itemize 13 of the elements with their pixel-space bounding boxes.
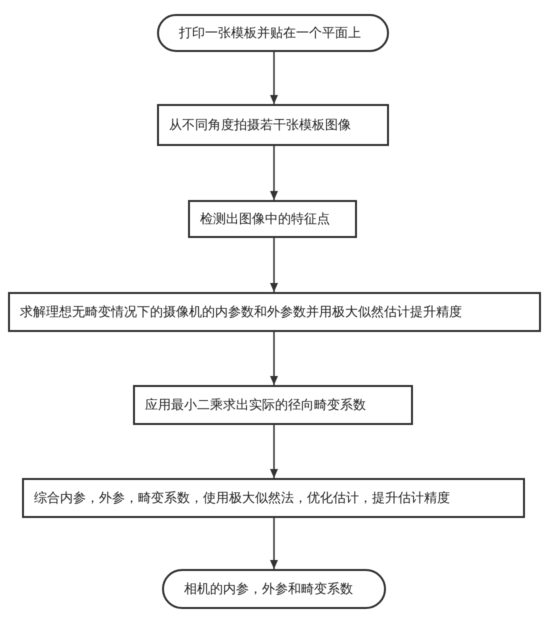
arrow xyxy=(270,332,278,385)
process-box: 应用最小二乘求出实际的径向畸变系数 xyxy=(133,385,413,425)
arrow xyxy=(270,146,278,200)
process-box: 求解理想无畸变情况下的摄像机的内参数和外参数并用极大似然估计提升精度 xyxy=(8,292,541,332)
arrow xyxy=(270,518,278,569)
arrow xyxy=(270,238,278,292)
process-box: 从不同角度拍摄若干张模板图像 xyxy=(157,104,389,146)
arrow xyxy=(270,425,278,478)
terminal-box: 相机的内参，外参和畸变系数 xyxy=(162,569,386,609)
terminal-box: 打印一张模板并贴在一个平面上 xyxy=(157,14,389,52)
process-box: 检测出图像中的特征点 xyxy=(188,200,357,238)
arrow xyxy=(270,52,278,104)
process-box: 综合内参，外参，畸变系数，使用极大似然法，优化估计，提升估计精度 xyxy=(22,478,525,518)
